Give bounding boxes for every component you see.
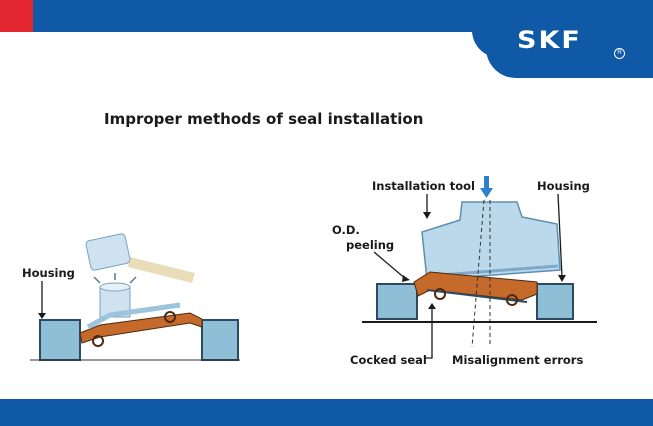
garter-spring-left	[92, 335, 104, 347]
hammer-installation-diagram: Housing	[22, 233, 240, 361]
hammer-icon	[85, 233, 195, 283]
pointer-lines	[373, 193, 563, 359]
od-peeling-label-line2: peeling	[346, 238, 394, 252]
impact-lines	[93, 273, 137, 284]
housing-right-block	[201, 319, 239, 361]
cocked-seal-shape	[413, 271, 538, 301]
housing-arrowhead	[38, 313, 46, 319]
header-accent	[0, 0, 33, 32]
seal-shape	[79, 312, 203, 344]
cocked-seal-label: Cocked seal	[350, 353, 427, 367]
logo-block	[472, 28, 653, 78]
housing-left-block-right	[376, 283, 418, 320]
housing-label-right: Housing	[537, 179, 590, 193]
footer-bar	[0, 399, 653, 426]
slide-title: Improper methods of seal installation	[104, 110, 424, 128]
installation-tool	[421, 201, 561, 281]
spring-right	[506, 294, 518, 306]
housing-left-block	[39, 319, 81, 361]
garter-spring-right	[164, 311, 176, 323]
seal-casing	[86, 302, 181, 330]
housing-label: Housing	[22, 266, 75, 280]
installation-tool-diagram: Installation tool Housing O.D. peeling C…	[332, 176, 597, 367]
spring-left	[434, 288, 446, 300]
housing-right-block-right	[536, 283, 574, 320]
misalignment-label: Misalignment errors	[452, 353, 583, 367]
header-bar	[0, 0, 653, 32]
pointer-arrowheads	[402, 212, 566, 309]
skf-logo: SKF	[517, 26, 582, 55]
registered-mark: R	[614, 48, 625, 59]
installation-tool-label: Installation tool	[372, 179, 475, 193]
od-peeling-label-line1: O.D.	[332, 223, 360, 237]
force-arrow-icon	[480, 176, 493, 198]
